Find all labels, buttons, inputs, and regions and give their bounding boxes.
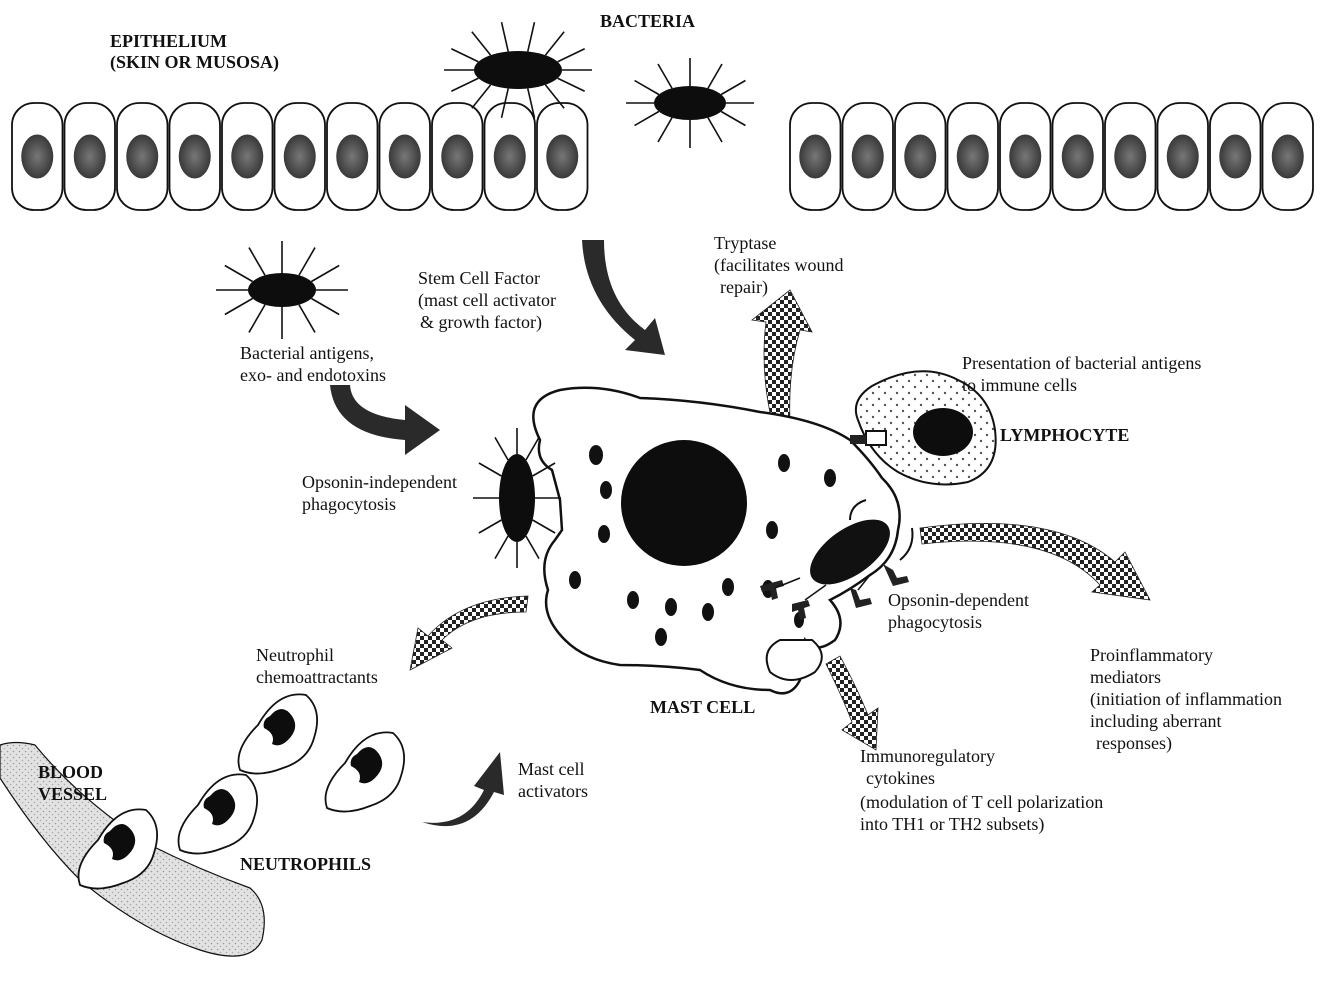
flagellum <box>658 64 672 88</box>
bacterium-top-right <box>626 58 754 148</box>
mhc-receptor <box>866 431 886 445</box>
flagellum <box>558 49 585 62</box>
epithelial-nucleus <box>336 135 368 179</box>
epithelial-nucleus <box>1219 135 1251 179</box>
flagellum <box>249 248 265 276</box>
stem-cell-factor-arrow <box>582 240 665 355</box>
stem-cell-factor-label: Stem Cell Factor(mast cell activator& gr… <box>418 268 556 333</box>
flagellum <box>472 32 491 55</box>
flagellum <box>311 299 339 315</box>
flagellum <box>526 437 539 460</box>
flagellum <box>533 520 556 533</box>
epithelial-nucleus <box>852 135 884 179</box>
epithelial-nucleus <box>284 135 316 179</box>
bacterial-antigens-label: Bacterial antigens,exo- and endotoxins <box>240 343 386 385</box>
epithelial-nucleus <box>389 135 421 179</box>
flagellum <box>451 49 478 62</box>
flagellum <box>299 305 315 333</box>
lymphocyte-label: LYMPHOCYTE <box>1000 425 1129 445</box>
flagellum <box>225 266 253 282</box>
epithelial-nucleus <box>957 135 989 179</box>
flagellum <box>708 118 722 142</box>
bacteria-label: BACTERIA <box>600 11 695 31</box>
flagellum <box>721 112 745 126</box>
epithelial-nucleus <box>441 135 473 179</box>
flagellum <box>545 32 564 55</box>
mast-cell-lobe <box>767 640 822 680</box>
epithelial-nucleus <box>1272 135 1304 179</box>
flagellum <box>495 536 508 559</box>
immunoregulatory-arrow <box>826 656 878 750</box>
flagellum <box>558 78 585 91</box>
flagellum <box>472 85 491 108</box>
antigen-presenting-receptor <box>850 435 866 444</box>
flagellum <box>311 266 339 282</box>
epithelial-nucleus <box>494 135 526 179</box>
epithelial-nucleus <box>1167 135 1199 179</box>
epithelial-nucleus <box>1062 135 1094 179</box>
epithelial-nucleus <box>74 135 106 179</box>
bacterium-left <box>216 241 348 339</box>
proinflammatory-arrow <box>920 523 1150 600</box>
flagellum <box>635 81 659 95</box>
flagellum <box>495 437 508 460</box>
flagellum <box>479 463 502 476</box>
flagellum <box>708 64 722 88</box>
flagellum <box>658 118 672 142</box>
epithelial-nucleus <box>126 135 158 179</box>
epithelial-nucleus <box>1114 135 1146 179</box>
epithelium-left <box>12 103 588 210</box>
flagellum <box>479 520 502 533</box>
lymphocyte-nucleus <box>913 408 973 456</box>
tryptase-arrow <box>752 290 812 422</box>
bacterium-body <box>499 454 535 542</box>
bacterial-antigens-arrow <box>330 385 440 455</box>
flagellum <box>721 81 745 95</box>
epithelial-nucleus <box>904 135 936 179</box>
mast-cell-nucleus <box>621 440 747 566</box>
epithelial-nucleus <box>799 135 831 179</box>
mast-cell-label: MAST CELL <box>650 697 755 717</box>
bacterium-body <box>474 51 562 89</box>
flagellum <box>635 112 659 126</box>
flagellum <box>299 248 315 276</box>
epithelial-nucleus <box>231 135 263 179</box>
bacterium-body <box>654 86 726 120</box>
neutrophil-chemoattractant-arrow <box>410 596 528 670</box>
neutrophils-label: NEUTROPHILS <box>240 854 371 874</box>
flagellum <box>249 305 265 333</box>
epithelial-nucleus <box>179 135 211 179</box>
flagellum <box>451 78 478 91</box>
epithelium-label: EPITHELIUM(SKIN OR MUSOSA) <box>110 31 279 73</box>
flagellum <box>528 22 535 51</box>
epithelial-nucleus <box>1009 135 1041 179</box>
epithelium-right <box>790 103 1313 210</box>
flagellum <box>502 22 509 51</box>
flagellum <box>225 299 253 315</box>
epithelial-nucleus <box>21 135 53 179</box>
mast-cell-activators-arrow <box>422 752 504 826</box>
epithelial-nucleus <box>546 135 578 179</box>
flagellum <box>526 536 539 559</box>
bacterium-body <box>248 273 316 307</box>
